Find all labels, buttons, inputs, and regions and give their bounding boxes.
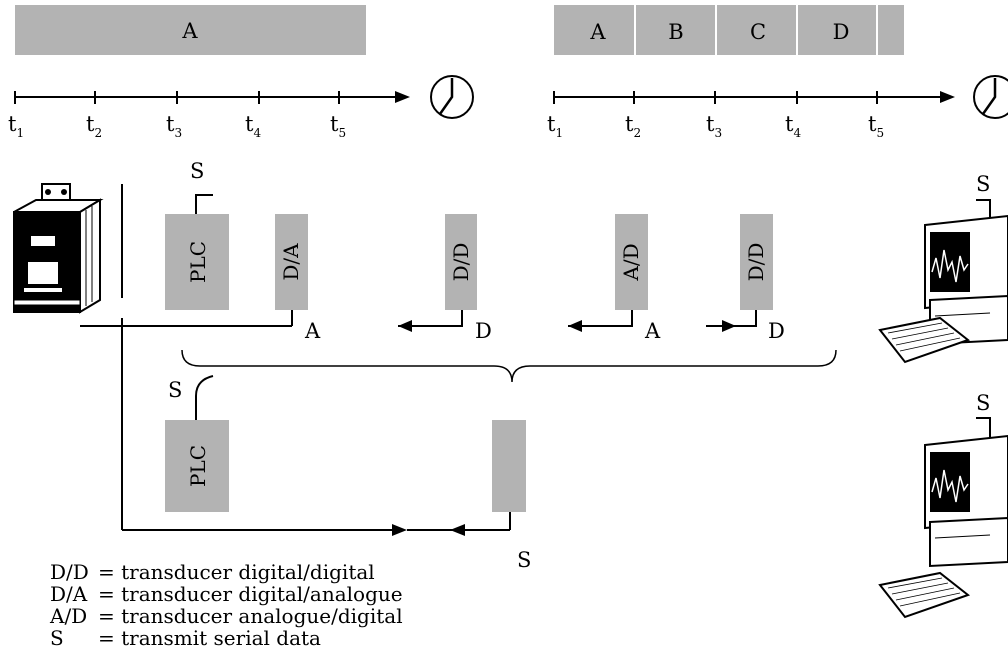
transducer-dd-1-label: D/D xyxy=(449,243,473,282)
timeline-right xyxy=(553,91,955,104)
legend-item-s: S= transmit serial data xyxy=(50,626,321,650)
signal-bar-analogue-label: A xyxy=(181,19,198,43)
tick-t3-left: t3 xyxy=(166,112,182,140)
bus-wiring xyxy=(80,184,511,536)
signal-bar-analogue xyxy=(15,5,366,55)
serial-device-label: S xyxy=(517,548,531,572)
serial-device: S xyxy=(492,420,531,572)
transducer-dd-1-output: D xyxy=(475,319,492,343)
segment-partial xyxy=(878,5,904,55)
signal-bar-digital: A B C D xyxy=(554,5,904,55)
computer-icon-bottom: S xyxy=(878,391,1008,619)
tick-t2-left: t2 xyxy=(86,112,102,140)
legend-item-da: D/A= transducer digital/analogue xyxy=(50,582,403,606)
timeline-left xyxy=(14,91,410,104)
transducer-dd-2-label: D/D xyxy=(744,243,768,282)
plc-box-top xyxy=(165,214,229,310)
plc-top-label: PLC xyxy=(186,241,210,283)
tick-t5-right: t5 xyxy=(868,112,884,140)
segment-d-label: D xyxy=(833,20,850,44)
transducer-ad: A/D A xyxy=(568,214,661,343)
transducer-da-label: D/A xyxy=(279,243,303,281)
plc-top: PLC S xyxy=(165,159,229,310)
tick-t3-right: t3 xyxy=(706,112,722,140)
clock-icon-right xyxy=(973,75,1008,119)
legend-item-ad: A/D= transducer analogue/digital xyxy=(49,604,403,628)
tick-t4-left: t4 xyxy=(245,112,261,140)
plc-top-serial-label: S xyxy=(190,159,204,183)
computer-top-serial-label: S xyxy=(976,172,990,196)
computer-bottom-serial-label: S xyxy=(976,391,990,415)
timeline-left-ticks: t1 t2 t3 t4 t5 xyxy=(8,112,346,140)
tick-t1-right: t1 xyxy=(547,112,563,140)
tick-t5-left: t5 xyxy=(330,112,346,140)
plc-bottom-serial-label: S xyxy=(168,378,182,402)
legend: D/D= transducer digital/digital D/A= tra… xyxy=(49,560,403,650)
transducer-ad-label: A/D xyxy=(619,243,643,281)
segment-a xyxy=(554,5,634,55)
plc-box-bottom xyxy=(165,420,229,512)
tick-t2-right: t2 xyxy=(625,112,641,140)
grouping-brace xyxy=(181,349,837,383)
clock-icon xyxy=(430,75,474,119)
transducer-da: D/A A xyxy=(275,214,321,343)
transducer-da-output: A xyxy=(304,319,321,343)
segment-b-label: B xyxy=(668,20,683,44)
segment-c-label: C xyxy=(750,20,766,44)
transducer-ad-output: A xyxy=(644,319,661,343)
computer-icon-top: S xyxy=(878,172,1008,364)
legend-item-dd: D/D= transducer digital/digital xyxy=(50,560,375,584)
transducer-dd-1: D/D D xyxy=(398,214,492,343)
tick-t4-right: t4 xyxy=(785,112,801,140)
segment-c xyxy=(717,5,796,55)
timeline-right-ticks: t1 t2 t3 t4 t5 xyxy=(547,112,884,140)
transducer-dd-2: D/D D xyxy=(706,214,785,343)
segment-d xyxy=(798,5,876,55)
tick-t1-left: t1 xyxy=(8,112,24,140)
plc-bottom: S PLC xyxy=(165,375,229,512)
frequency-converter-icon xyxy=(13,183,104,314)
segment-a-label: A xyxy=(589,20,606,44)
segment-b xyxy=(636,5,715,55)
transducer-dd-2-output: D xyxy=(768,319,785,343)
plc-bottom-label: PLC xyxy=(186,445,210,487)
